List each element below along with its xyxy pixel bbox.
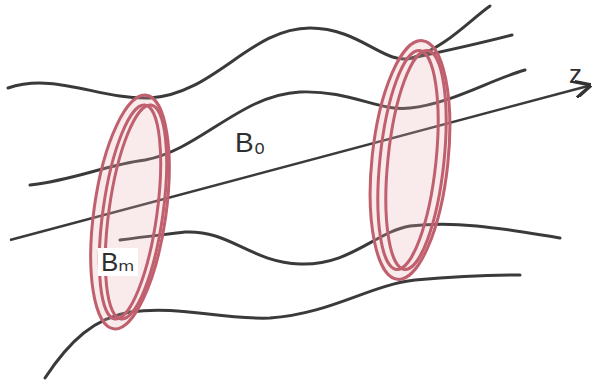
field-line [120, 224, 560, 264]
field-lines [8, 6, 560, 378]
coil [78, 90, 182, 334]
coil [360, 37, 461, 284]
field-label: B₀ [232, 128, 268, 158]
field-label: Bₘ [98, 248, 138, 276]
axis-label: z [566, 60, 585, 88]
